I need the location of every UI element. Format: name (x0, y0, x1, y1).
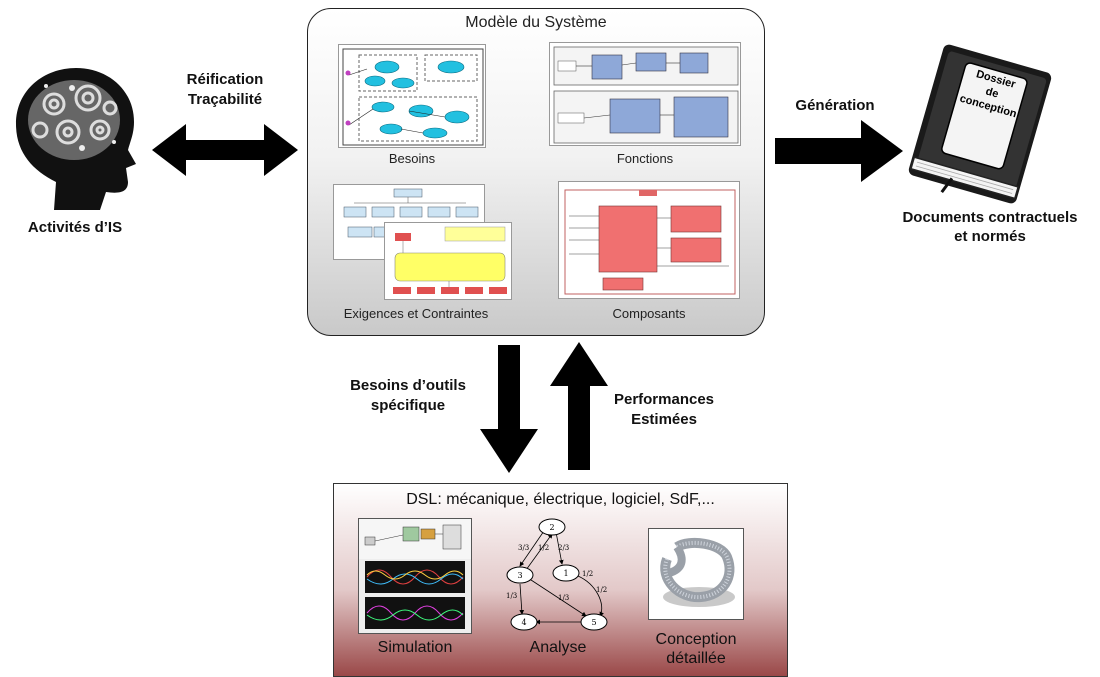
besoins-outils-label-line1: Besoins d’outils (350, 377, 466, 394)
documents-label-line2: et normés (954, 228, 1026, 245)
tracabilite-label: Traçabilité (187, 91, 263, 108)
composants-diagram (558, 181, 740, 299)
besoins-outils-label-line2: spécifique (370, 397, 446, 414)
graph-node-3: 3 (517, 571, 522, 580)
head-brain-icon (16, 68, 136, 210)
graph-node-4: 4 (521, 618, 526, 627)
fonctions-diagram (549, 42, 741, 146)
conception-3d-image (648, 528, 744, 620)
graph-node-1: 1 (563, 569, 568, 578)
graph-edge-label: 1/3 (506, 592, 517, 600)
simulation-screenshot (358, 518, 472, 634)
composants-caption: Composants (612, 306, 686, 321)
graph-edge-label: 1/2 (538, 544, 549, 552)
conception-caption-line2: détaillée (666, 650, 726, 667)
simulation-caption: Simulation (377, 639, 453, 656)
generation-arrow (775, 120, 903, 182)
exigences-diagram-front (384, 222, 512, 300)
fonctions-caption: Fonctions (616, 151, 674, 166)
book-icon (908, 44, 1052, 204)
graph-node-2: 2 (549, 523, 554, 532)
besoins-diagram (338, 44, 486, 148)
graph-edge-label: 3/3 (518, 544, 529, 552)
dsl-title: DSL: mécanique, électrique, logiciel, Sd… (406, 491, 715, 508)
down-arrow (480, 345, 538, 473)
analyse-graph: 2 3 1 4 5 3/3 1/2 2/3 1/2 1/3 1/3 1/2 (506, 518, 608, 631)
reification-label: Réification (186, 71, 264, 88)
system-model-title: Modèle du Système (465, 14, 607, 31)
performances-label-line1: Performances (613, 391, 715, 408)
exigences-caption: Exigences et Contraintes (343, 306, 489, 321)
documents-label-line1: Documents contractuels (902, 209, 1078, 226)
graph-edge-label: 1/2 (582, 570, 593, 578)
generation-label: Génération (795, 97, 875, 114)
reification-double-arrow (152, 124, 298, 176)
analyse-caption: Analyse (529, 639, 587, 656)
besoins-caption: Besoins (388, 151, 436, 166)
graph-edge-label: 1/3 (558, 594, 569, 602)
performances-label-line2: Estimées (631, 411, 697, 428)
activites-label: Activités d’IS (27, 219, 123, 236)
conception-caption-line1: Conception (655, 631, 737, 648)
graph-edge-label: 1/2 (596, 586, 607, 594)
graph-edge-label: 2/3 (558, 544, 569, 552)
graph-node-5: 5 (591, 618, 596, 627)
up-arrow (550, 342, 608, 470)
